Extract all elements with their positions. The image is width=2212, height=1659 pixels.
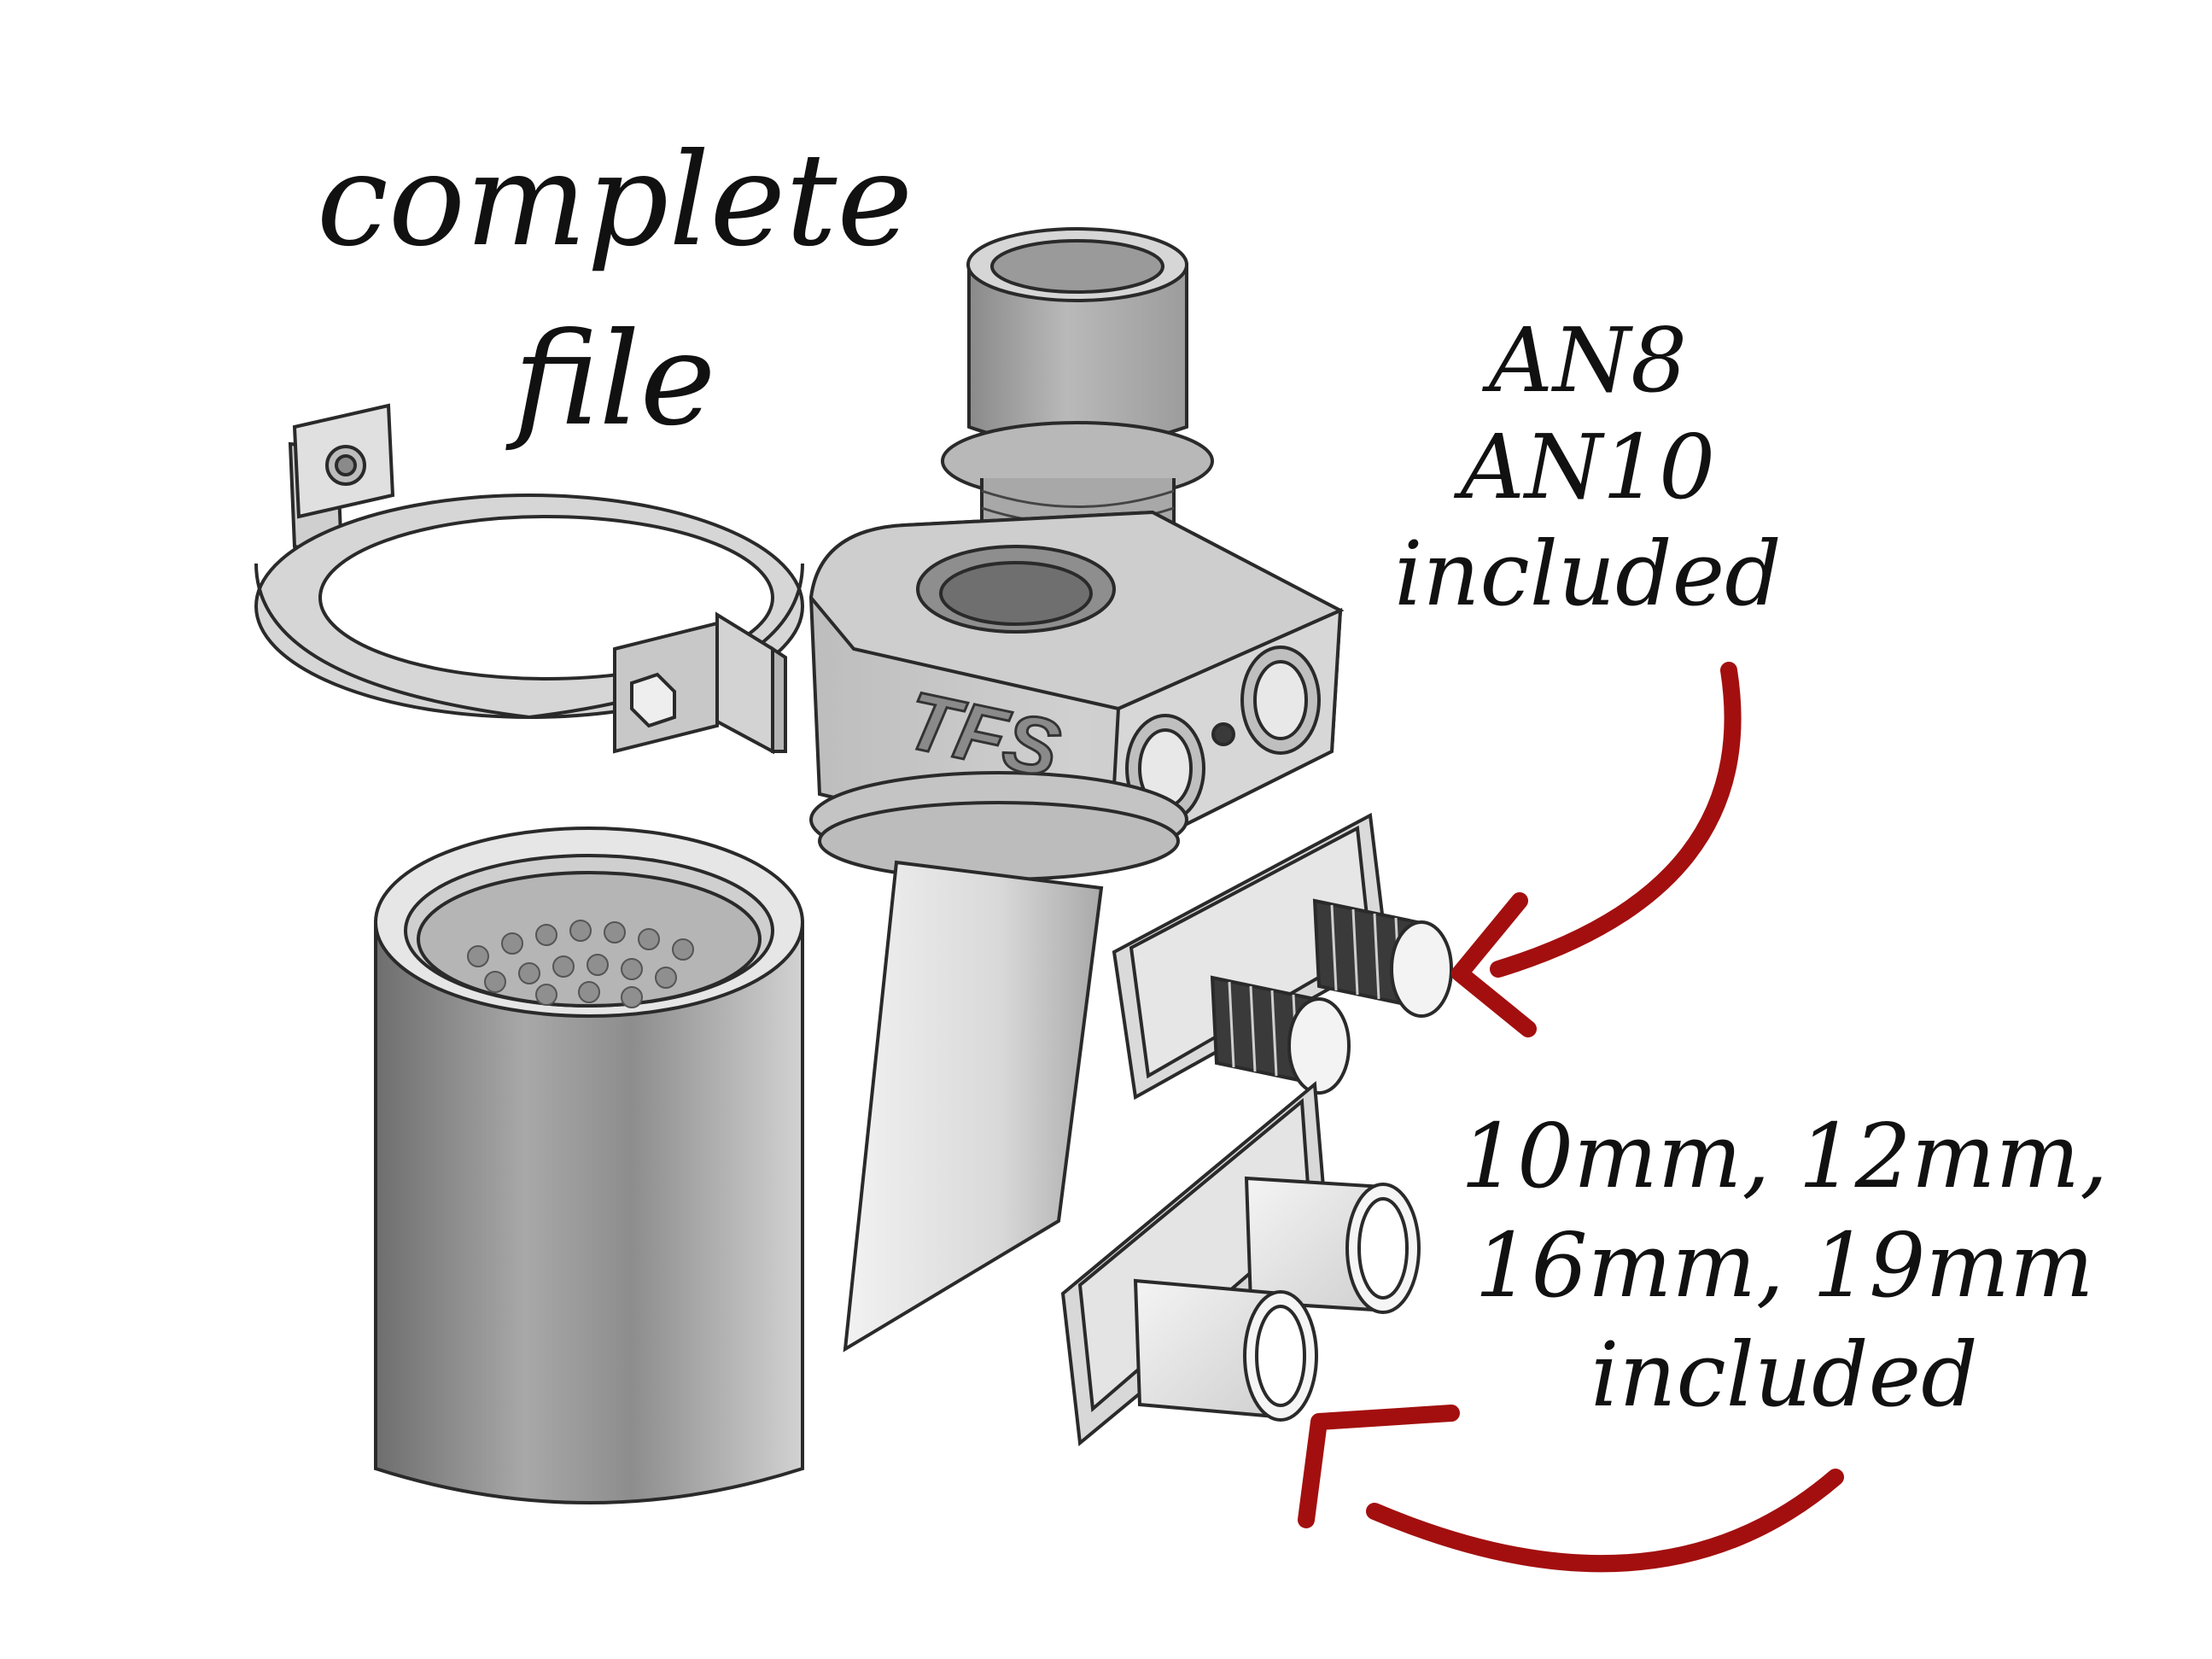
an-line-1: AN8 [1488, 308, 1688, 412]
head-block [808, 510, 1345, 881]
catch-can-body [374, 827, 804, 1504]
baffle-holes [467, 920, 694, 1008]
barb-fitting-upper [1244, 1176, 1421, 1314]
an-fitting-plate [1112, 812, 1453, 1101]
barb-line-3: included [1590, 1323, 1978, 1427]
barb-line-1: 10mm, 12mm, [1460, 1104, 2109, 1208]
barb-line-2: 16mm, 19mm [1474, 1213, 2094, 1317]
an-fittings-label: AN8 AN10 included [1366, 307, 1810, 628]
arrow-to-barb-fittings [1298, 1405, 1844, 1573]
arrow-to-an-fittings [1451, 662, 1742, 1037]
barb-fitting-lower [1133, 1278, 1318, 1422]
barb-fittings-label: 10mm, 12mm, 16mm, 19mm included [1400, 1101, 2168, 1429]
an-line-2: AN10 [1460, 415, 1716, 519]
dip-tube-blade [843, 860, 1104, 1352]
barb-fitting-plate [1060, 1081, 1421, 1446]
title-line-1: complete [316, 126, 913, 275]
mounting-clamp [254, 403, 804, 755]
title-line-2: file [513, 306, 716, 454]
an-fitting-lower [1210, 975, 1351, 1095]
title-label: complete file [290, 111, 939, 470]
inlet-tube [941, 227, 1214, 548]
an-fitting-upper [1312, 898, 1453, 1018]
an-line-3: included [1394, 522, 1782, 626]
